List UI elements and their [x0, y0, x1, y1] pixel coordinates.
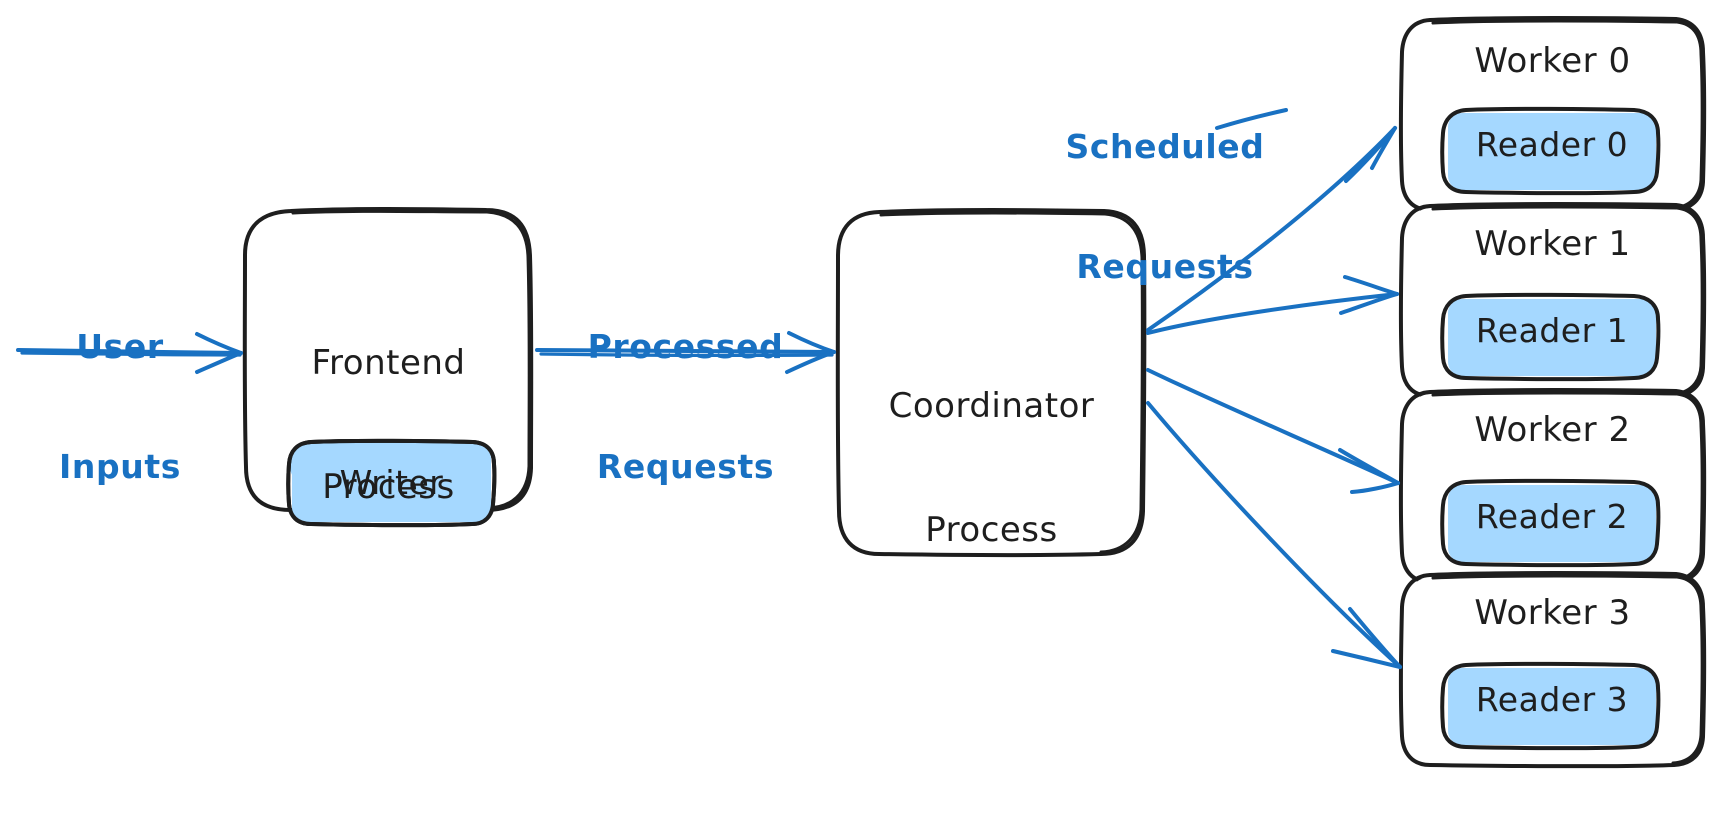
arrow-processed-requests: [535, 331, 836, 374]
arrow-to-worker-3: [1146, 401, 1402, 669]
writer-inner-node[interactable]: [286, 438, 497, 528]
frontend-process-node[interactable]: [242, 207, 534, 514]
worker-node-3[interactable]: [1398, 571, 1707, 769]
coordinator-process-node[interactable]: [835, 208, 1147, 558]
scheduled-requests-pointer: [1215, 108, 1288, 130]
arrow-user-inputs: [16, 332, 243, 374]
arrow-to-worker-2: [1146, 368, 1400, 494]
worker-node-0[interactable]: [1398, 16, 1707, 214]
worker-node-1[interactable]: [1398, 202, 1707, 400]
arrow-to-worker-0: [1146, 126, 1397, 332]
arrow-to-worker-1: [1146, 275, 1399, 335]
worker-node-2[interactable]: [1398, 388, 1707, 586]
